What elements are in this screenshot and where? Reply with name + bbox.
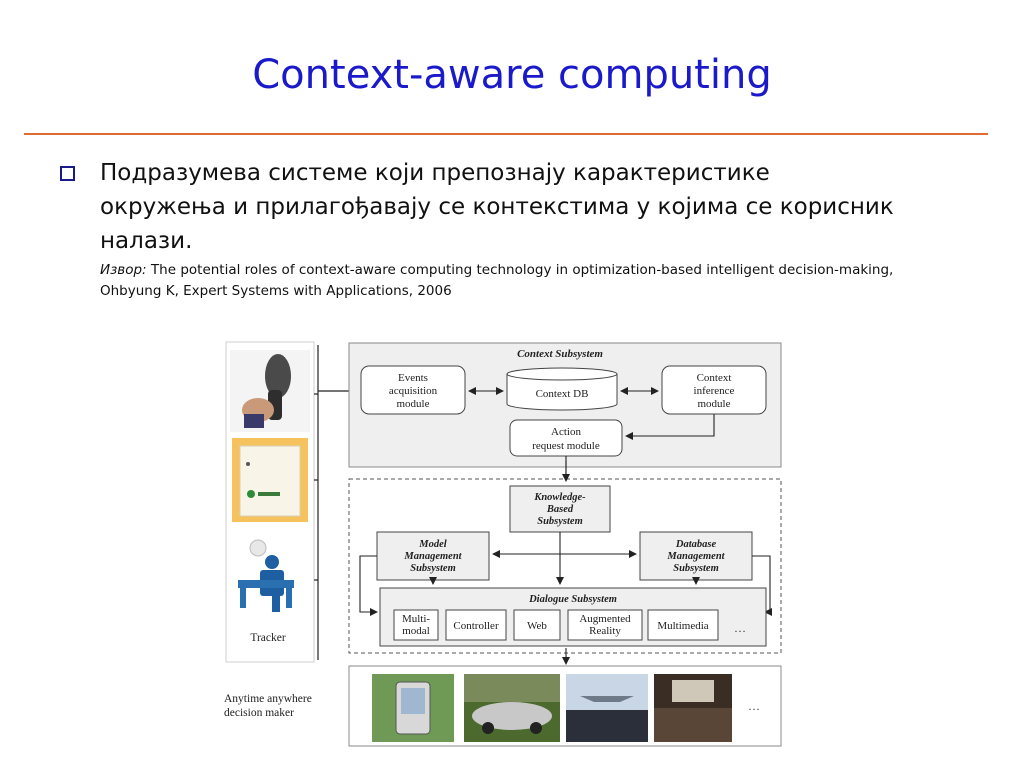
svg-text:decision maker: decision maker bbox=[224, 707, 294, 719]
dialogue-item: Multimedia bbox=[647, 609, 719, 641]
dialogue-item-box bbox=[513, 609, 561, 641]
context-subsystem: Context Subsystem Events acquisition mod… bbox=[348, 342, 782, 478]
device-panel: Tracker bbox=[225, 341, 315, 663]
svg-text:module: module bbox=[698, 398, 731, 410]
svg-text:inference: inference bbox=[694, 385, 735, 397]
dialogue-item-box bbox=[567, 609, 643, 641]
dialogue-subsystem-title: Dialogue Subsystem bbox=[528, 594, 617, 605]
dialogue-item-box bbox=[393, 609, 439, 641]
title-divider bbox=[24, 133, 988, 135]
tracker-label: Tracker bbox=[250, 632, 286, 644]
model-management-subsystem: Model Management Subsystem bbox=[376, 531, 490, 581]
events-acquisition-module: Events acquisition module bbox=[360, 365, 466, 415]
tracker-person-image bbox=[230, 528, 310, 628]
decision-maker-label: Anytime anywhere decision maker bbox=[224, 693, 312, 719]
svg-text:Anytime anywhere: Anytime anywhere bbox=[224, 693, 312, 705]
dialogue-item-box bbox=[445, 609, 507, 641]
barcode-scanner-image bbox=[230, 350, 310, 432]
svg-text:Management: Management bbox=[666, 551, 725, 562]
decision-maker-panel: … bbox=[348, 665, 782, 747]
database-management-subsystem: Database Management Subsystem bbox=[639, 531, 753, 581]
airport-crowd-photo bbox=[566, 674, 648, 742]
svg-text:Action: Action bbox=[551, 426, 581, 438]
svg-text:Database: Database bbox=[675, 539, 717, 550]
svg-text:module: module bbox=[397, 398, 430, 410]
rfid-reader-image bbox=[232, 438, 308, 522]
dialogue-item-label: modal bbox=[402, 625, 430, 637]
svg-text:request module: request module bbox=[532, 440, 600, 452]
bullet-text: Подразумева системе који препознају кара… bbox=[100, 160, 894, 254]
dialogue-item: Controller bbox=[445, 609, 507, 641]
dialogue-item-label: Web bbox=[527, 620, 547, 632]
dialogue-subsystem: Dialogue Subsystem Multi-modal Controller… bbox=[379, 587, 767, 647]
slide-title: Context-aware computing bbox=[252, 52, 772, 98]
svg-text:Subsystem: Subsystem bbox=[537, 516, 583, 527]
dialogue-item: Multi-modal bbox=[393, 609, 439, 641]
svg-text:Subsystem: Subsystem bbox=[673, 563, 719, 574]
theater-audience-photo bbox=[654, 674, 732, 742]
source-label: Извор: bbox=[100, 262, 147, 278]
action-request-module: Action request module bbox=[509, 419, 623, 457]
knowledge-based-subsystem: Knowledge- Based Subsystem bbox=[509, 485, 611, 533]
dialogue-item-box bbox=[647, 609, 719, 641]
dialogue-item-label: Multimedia bbox=[657, 620, 708, 632]
dialogue-item-label: Multi- bbox=[402, 613, 430, 625]
dialogue-item-label: Controller bbox=[453, 620, 499, 632]
dialogue-ellipsis: … bbox=[734, 621, 746, 635]
svg-text:Context DB: Context DB bbox=[536, 388, 589, 400]
dialogue-item-label: Reality bbox=[589, 625, 621, 637]
svg-text:Knowledge-: Knowledge- bbox=[533, 492, 586, 503]
source-text: The potential roles of context-aware com… bbox=[100, 262, 894, 299]
svg-text:Context: Context bbox=[697, 372, 732, 384]
context-subsystem-title: Context Subsystem bbox=[517, 348, 603, 360]
context-inference-module: Context inference module bbox=[661, 365, 767, 415]
bottom-ellipsis: … bbox=[748, 699, 760, 713]
bullet-checkbox-icon bbox=[60, 166, 75, 181]
svg-text:Subsystem: Subsystem bbox=[410, 563, 456, 574]
pda-photo bbox=[372, 674, 454, 742]
dialogue-item: Web bbox=[513, 609, 561, 641]
context-db: Context DB bbox=[506, 367, 618, 411]
context-aware-diagram: Tracker Context Subsystem Events acquisi… bbox=[220, 340, 784, 748]
svg-text:Based: Based bbox=[546, 504, 574, 515]
svg-text:Events: Events bbox=[398, 372, 428, 384]
svg-text:Model: Model bbox=[418, 539, 446, 550]
dialogue-item-label: Augmented bbox=[579, 613, 631, 625]
source-citation: Извор: The potential roles of context-aw… bbox=[100, 260, 920, 302]
car-photo bbox=[464, 674, 560, 742]
svg-text:Management: Management bbox=[403, 551, 462, 562]
svg-text:acquisition: acquisition bbox=[389, 385, 438, 397]
